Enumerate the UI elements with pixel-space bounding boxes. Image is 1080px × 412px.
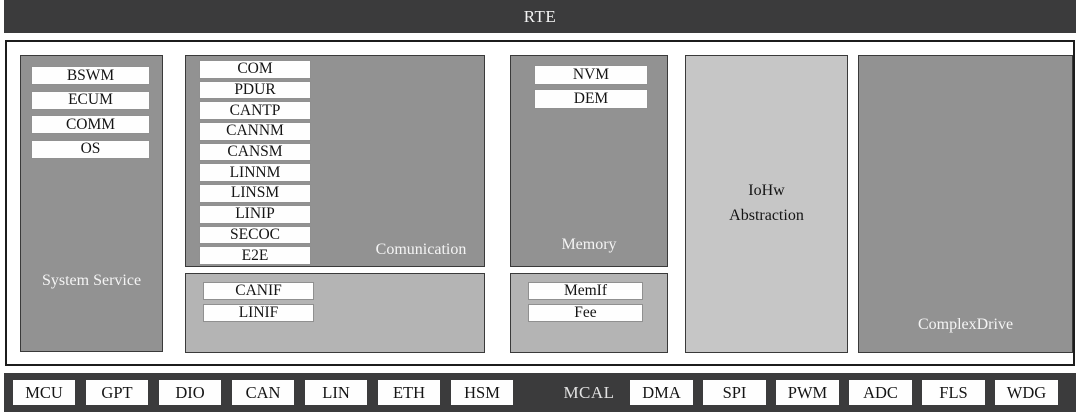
module-chip: CANNM bbox=[199, 122, 311, 141]
module-chip: OS bbox=[31, 139, 150, 159]
module-chip: BSWM bbox=[31, 66, 150, 85]
module-chip: ETH bbox=[378, 380, 440, 405]
module-chip: PWM bbox=[776, 380, 839, 405]
module-chip: FLS bbox=[922, 380, 985, 405]
module-chip: GPT bbox=[86, 380, 148, 405]
system-service-modules: BSWM ECUM COMM OS bbox=[31, 66, 150, 159]
module-chip: CANSM bbox=[199, 142, 311, 162]
mcal-left-modules: MCU GPT DIO CAN LIN ETH HSM bbox=[13, 380, 513, 405]
module-chip: CANIF bbox=[203, 282, 314, 300]
communication-interface-modules: CANIF LINIF bbox=[203, 282, 314, 322]
system-service-box: BSWM ECUM COMM OS System Service bbox=[20, 55, 163, 352]
module-chip: MemIf bbox=[528, 282, 643, 300]
iohw-label-line1: IoHw bbox=[748, 182, 785, 200]
module-chip: COM bbox=[199, 60, 311, 79]
module-chip: WDG bbox=[995, 380, 1058, 405]
module-chip: CANTP bbox=[199, 101, 311, 121]
module-chip: SPI bbox=[703, 380, 766, 405]
module-chip: LINSM bbox=[199, 184, 311, 203]
module-chip: NVM bbox=[534, 65, 648, 85]
iohw-abstraction-label: IoHw Abstraction bbox=[729, 179, 804, 229]
iohw-abstraction-box: IoHw Abstraction bbox=[685, 55, 848, 353]
communication-label: Comunication bbox=[375, 241, 467, 258]
module-chip: SECOC bbox=[199, 225, 311, 245]
module-chip: LINNM bbox=[199, 163, 311, 183]
module-chip: LIN bbox=[305, 380, 367, 405]
module-chip: DMA bbox=[630, 380, 693, 405]
mcal-layer: MCU GPT DIO CAN LIN ETH HSM MCAL DMA SPI PWM ADC F… bbox=[4, 373, 1076, 412]
module-chip: COMM bbox=[31, 115, 150, 134]
memory-label: Memory bbox=[561, 236, 617, 253]
module-chip: Fee bbox=[528, 304, 643, 322]
rte-label: RTE bbox=[523, 6, 557, 26]
module-chip: DEM bbox=[534, 89, 648, 109]
rte-layer: RTE bbox=[4, 0, 1076, 33]
module-chip: MCU bbox=[13, 380, 75, 405]
module-chip: ECUM bbox=[31, 90, 150, 110]
module-chip: ADC bbox=[849, 380, 912, 405]
complex-drive-label: ComplexDrive bbox=[917, 316, 1014, 333]
module-chip: LINIP bbox=[199, 204, 311, 224]
module-chip: DIO bbox=[159, 380, 221, 405]
mcal-label: MCAL bbox=[563, 382, 615, 402]
module-chip: HSM bbox=[451, 380, 513, 405]
module-chip: LINIF bbox=[203, 304, 314, 322]
mcal-right-modules: DMA SPI PWM ADC FLS WDG bbox=[630, 380, 1058, 405]
module-chip: E2E bbox=[199, 246, 311, 265]
iohw-label-line2: Abstraction bbox=[729, 207, 804, 224]
module-chip: PDUR bbox=[199, 80, 311, 100]
module-chip: CAN bbox=[232, 380, 294, 405]
complex-drive-box: ComplexDrive bbox=[858, 55, 1073, 353]
system-service-label: System Service bbox=[41, 272, 142, 289]
memory-box: NVM DEM Memory bbox=[510, 55, 668, 267]
memory-modules: NVM DEM bbox=[534, 65, 648, 109]
communication-interface-box: CANIF LINIF bbox=[185, 273, 485, 353]
